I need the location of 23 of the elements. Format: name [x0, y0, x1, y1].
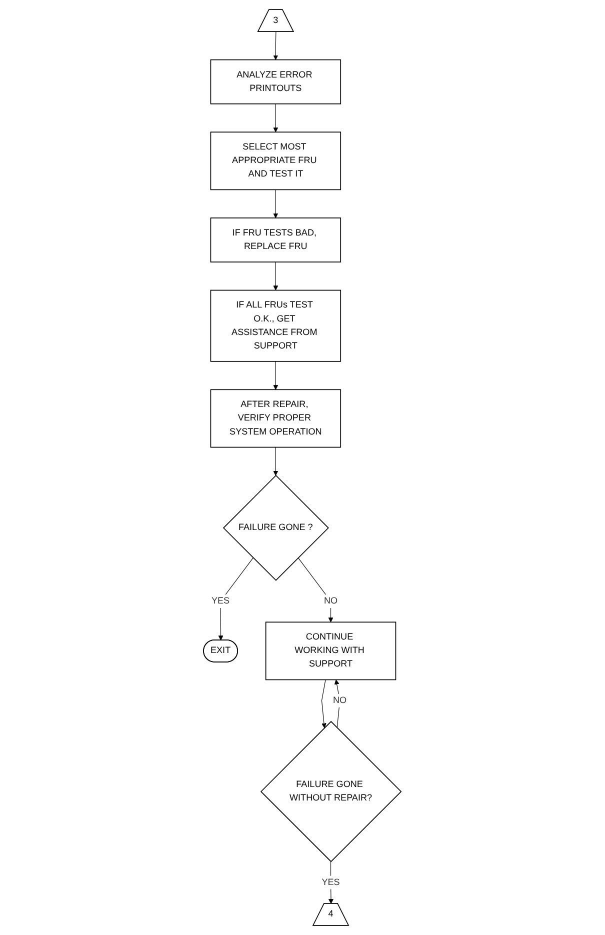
node-diamond: FAILURE GONE ? — [223, 474, 330, 581]
arrow — [273, 262, 278, 290]
node-box: IF ALL FRUs TEST O.K., GET ASSISTANCE FROM SUPPORT — [210, 290, 342, 362]
node-box: SELECT MOST APPROPRIATE FRU AND TEST IT — [210, 132, 342, 190]
arrow — [218, 558, 254, 640]
node-box: CONTINUE WORKING WITH SUPPORT — [266, 622, 396, 680]
edge-label: YES — [212, 596, 230, 606]
arrow — [322, 679, 327, 728]
arrow — [273, 361, 278, 390]
node-box: ANALYZE ERROR PRINTOUTS — [210, 59, 342, 104]
edge-label: YES — [322, 877, 340, 888]
arrow — [273, 32, 278, 60]
arrow — [273, 104, 278, 132]
edge-label: NO — [333, 696, 347, 706]
arrow — [328, 861, 334, 904]
edge-label: NO — [324, 596, 338, 606]
arrow — [273, 189, 278, 218]
arrow — [273, 447, 278, 476]
arrow — [298, 558, 334, 622]
node-box: AFTER REPAIR, VERIFY PROPER SYSTEM OPERATION — [210, 389, 342, 448]
node-diamond: FAILURE GONE WITHOUT REPAIR? — [260, 720, 402, 862]
arrow — [334, 680, 340, 728]
node-box: IF FRU TESTS BAD, REPLACE FRU — [210, 218, 342, 262]
